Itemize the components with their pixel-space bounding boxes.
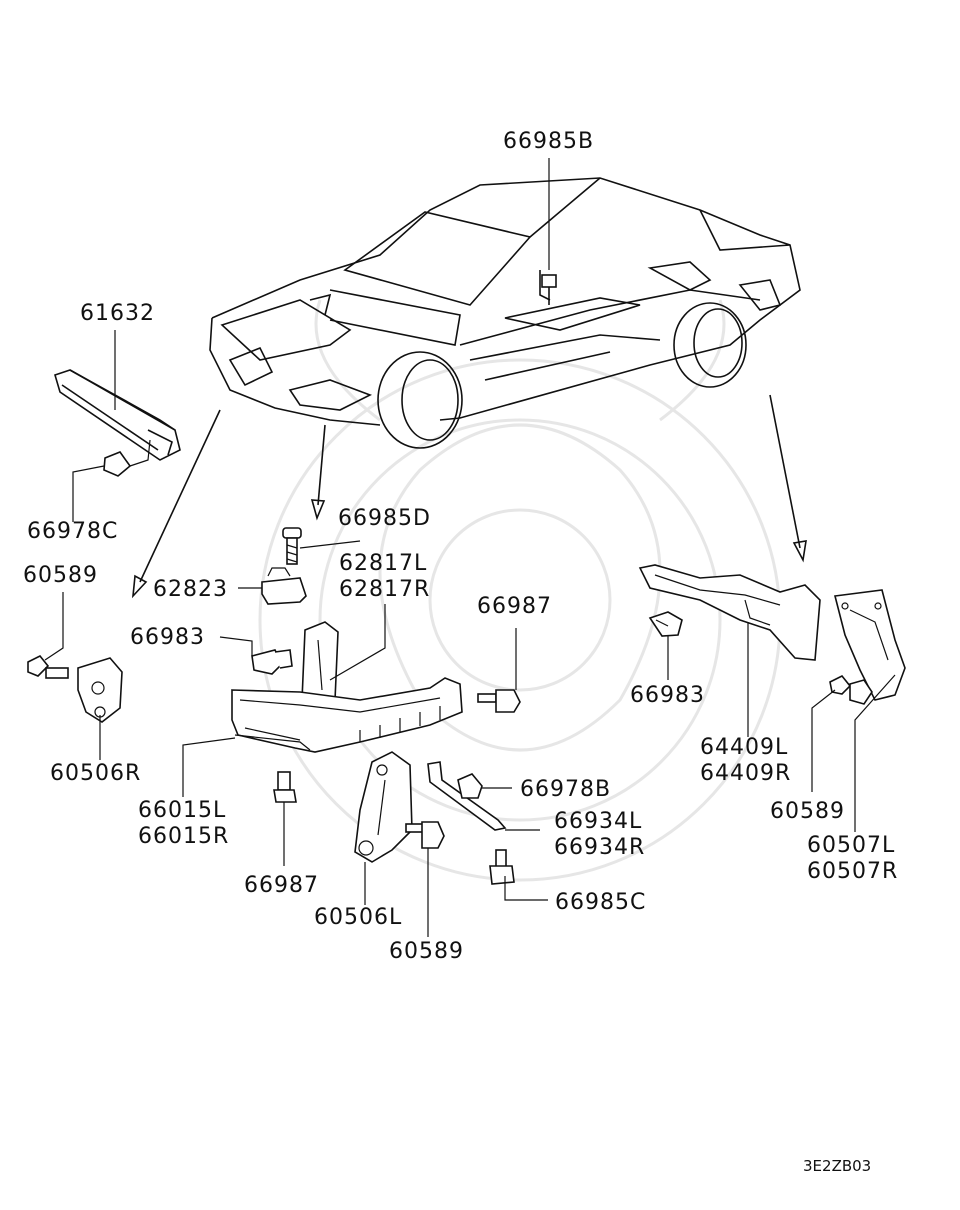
label-60589-left: 60589 [23, 563, 98, 588]
part-60506R-bracket [77, 657, 123, 723]
label-66934L: 66934L [554, 809, 642, 834]
car-body-illustration [209, 177, 801, 449]
label-64409R: 64409R [700, 761, 791, 786]
part-60506L-bracket [354, 751, 413, 863]
part-60589-bolt-right [829, 674, 873, 705]
label-66985B: 66985B [503, 129, 594, 154]
label-64409L: 64409L [700, 735, 788, 760]
label-62823: 62823 [153, 577, 228, 602]
pointer-arrows [131, 394, 807, 599]
part-64409-cover [638, 564, 821, 661]
part-66987-screw-right [477, 689, 521, 713]
part-66934-stay [427, 761, 507, 831]
part-60589-bolt-mid [405, 821, 445, 849]
label-66985D: 66985D [338, 506, 431, 531]
part-66978B-clip [457, 773, 483, 799]
label-66978C: 66978C [27, 519, 118, 544]
leader-lines [44, 158, 896, 937]
label-66015L: 66015L [138, 798, 226, 823]
part-66978C-clip [103, 439, 151, 477]
part-66985D-bolt [282, 527, 302, 565]
label-60506L: 60506L [314, 905, 402, 930]
part-number-labels: 66985B 61632 66978C 60589 60506R 66985D … [23, 129, 898, 1175]
part-60589-bolt-left [27, 654, 69, 679]
label-66983-mid: 66983 [130, 625, 205, 650]
label-66985C: 66985C [555, 890, 646, 915]
label-62817R: 62817R [339, 577, 430, 602]
label-66978B: 66978B [520, 777, 611, 802]
part-66987-screw-low [273, 771, 297, 803]
part-60507-bracket [834, 589, 906, 701]
label-60507R: 60507R [807, 859, 898, 884]
label-60589-mid: 60589 [389, 939, 464, 964]
part-66983-grommet-right [648, 611, 683, 637]
label-66987-right: 66987 [477, 594, 552, 619]
diagram-reference-code: 3E2ZB03 [803, 1157, 871, 1175]
label-61632: 61632 [80, 301, 155, 326]
label-60506R: 60506R [50, 761, 141, 786]
part-61632-bracket [54, 369, 181, 461]
label-66983-right: 66983 [630, 683, 705, 708]
part-66985C-bolt [489, 849, 515, 885]
label-62817L: 62817L [339, 551, 427, 576]
part-66983-grommet-mid [251, 649, 293, 675]
label-66934R: 66934R [554, 835, 645, 860]
part-62823-clip [261, 567, 307, 605]
label-66987-low: 66987 [244, 873, 319, 898]
label-60507L: 60507L [807, 833, 895, 858]
part-66015-under-cover [231, 677, 463, 753]
label-60589-right: 60589 [770, 799, 845, 824]
label-66015R: 66015R [138, 824, 229, 849]
